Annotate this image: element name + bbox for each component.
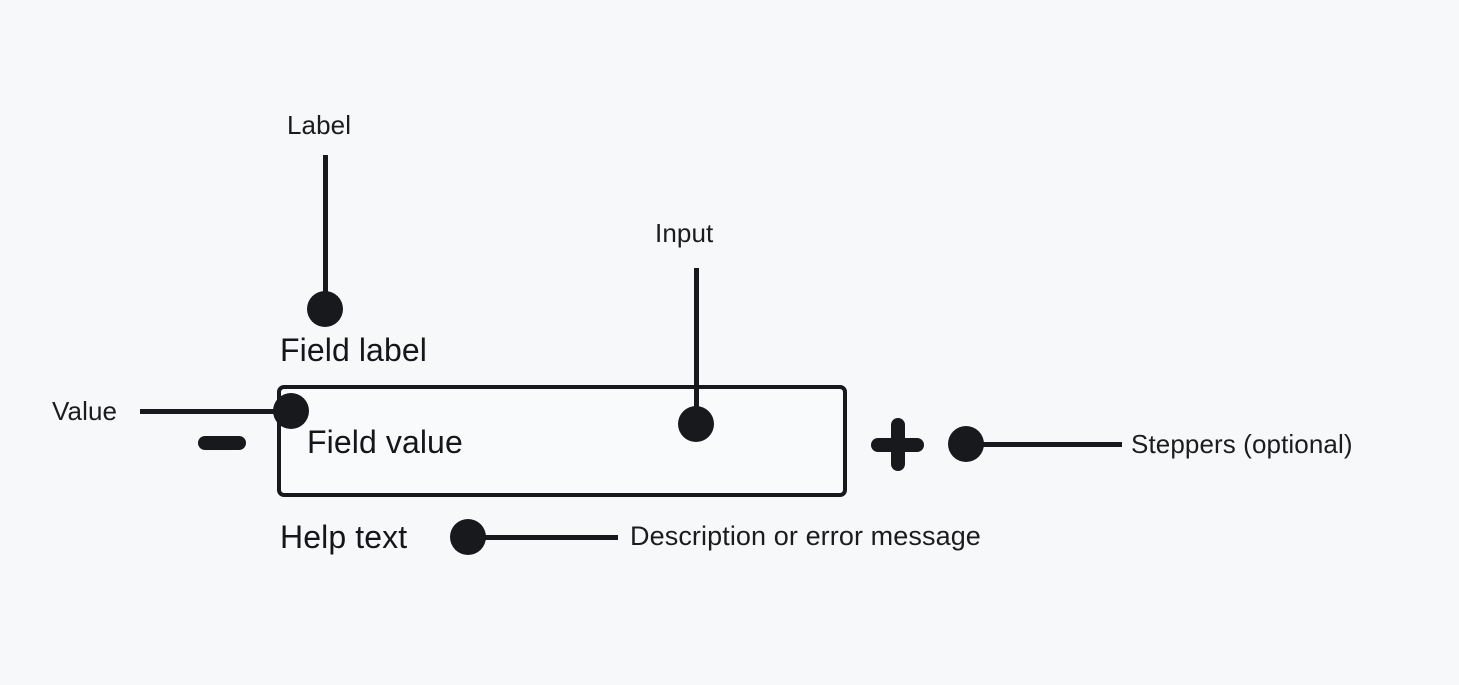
callout-help-text-connector-line	[466, 535, 618, 540]
callout-input-connector-line	[694, 268, 699, 426]
plus-icon[interactable]	[871, 418, 924, 471]
callout-steppers-connector-line	[964, 442, 1122, 447]
callout-label-text: Label	[287, 110, 352, 140]
plus-icon-vertical-bar	[890, 418, 905, 471]
callout-steppers-text: Steppers (optional)	[1131, 429, 1353, 459]
callout-label-dot	[307, 291, 343, 327]
field-value-text[interactable]: Field value	[307, 424, 463, 460]
callout-input-text: Input	[655, 218, 714, 248]
field-label: Field label	[280, 332, 427, 368]
callout-help-text-dot	[450, 519, 486, 555]
callout-value-connector-line	[140, 409, 292, 414]
callout-input-dot	[678, 406, 714, 442]
callout-value-dot	[273, 393, 309, 429]
number-input-field[interactable]	[277, 385, 847, 497]
minus-icon[interactable]	[198, 436, 246, 450]
help-text-label: Help text	[280, 519, 408, 555]
callout-label-connector-line	[323, 155, 328, 311]
callout-value-text: Value	[52, 396, 118, 426]
callout-steppers-dot	[948, 426, 984, 462]
callout-help-text-description: Description or error message	[630, 521, 981, 551]
